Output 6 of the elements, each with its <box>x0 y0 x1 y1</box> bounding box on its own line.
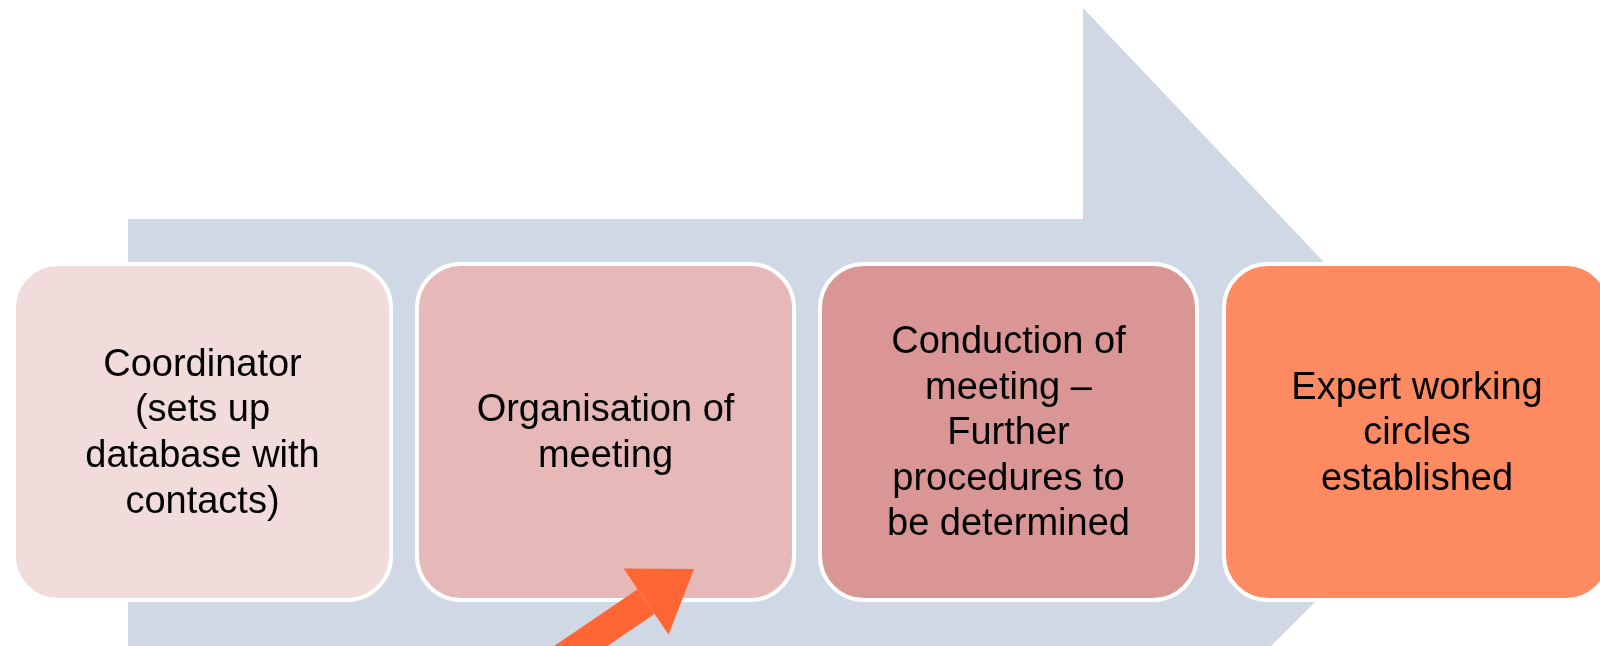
box-text: Expert working circles established <box>1290 363 1544 500</box>
box-text: Organisation of meeting <box>475 386 736 477</box>
box-text: Coordinator (sets up database with contacts) <box>84 340 321 523</box>
process-box <box>818 262 1199 602</box>
box-text: Conduction of meeting – Further procedures to be determined <box>886 318 1131 546</box>
process-box <box>415 262 796 602</box>
